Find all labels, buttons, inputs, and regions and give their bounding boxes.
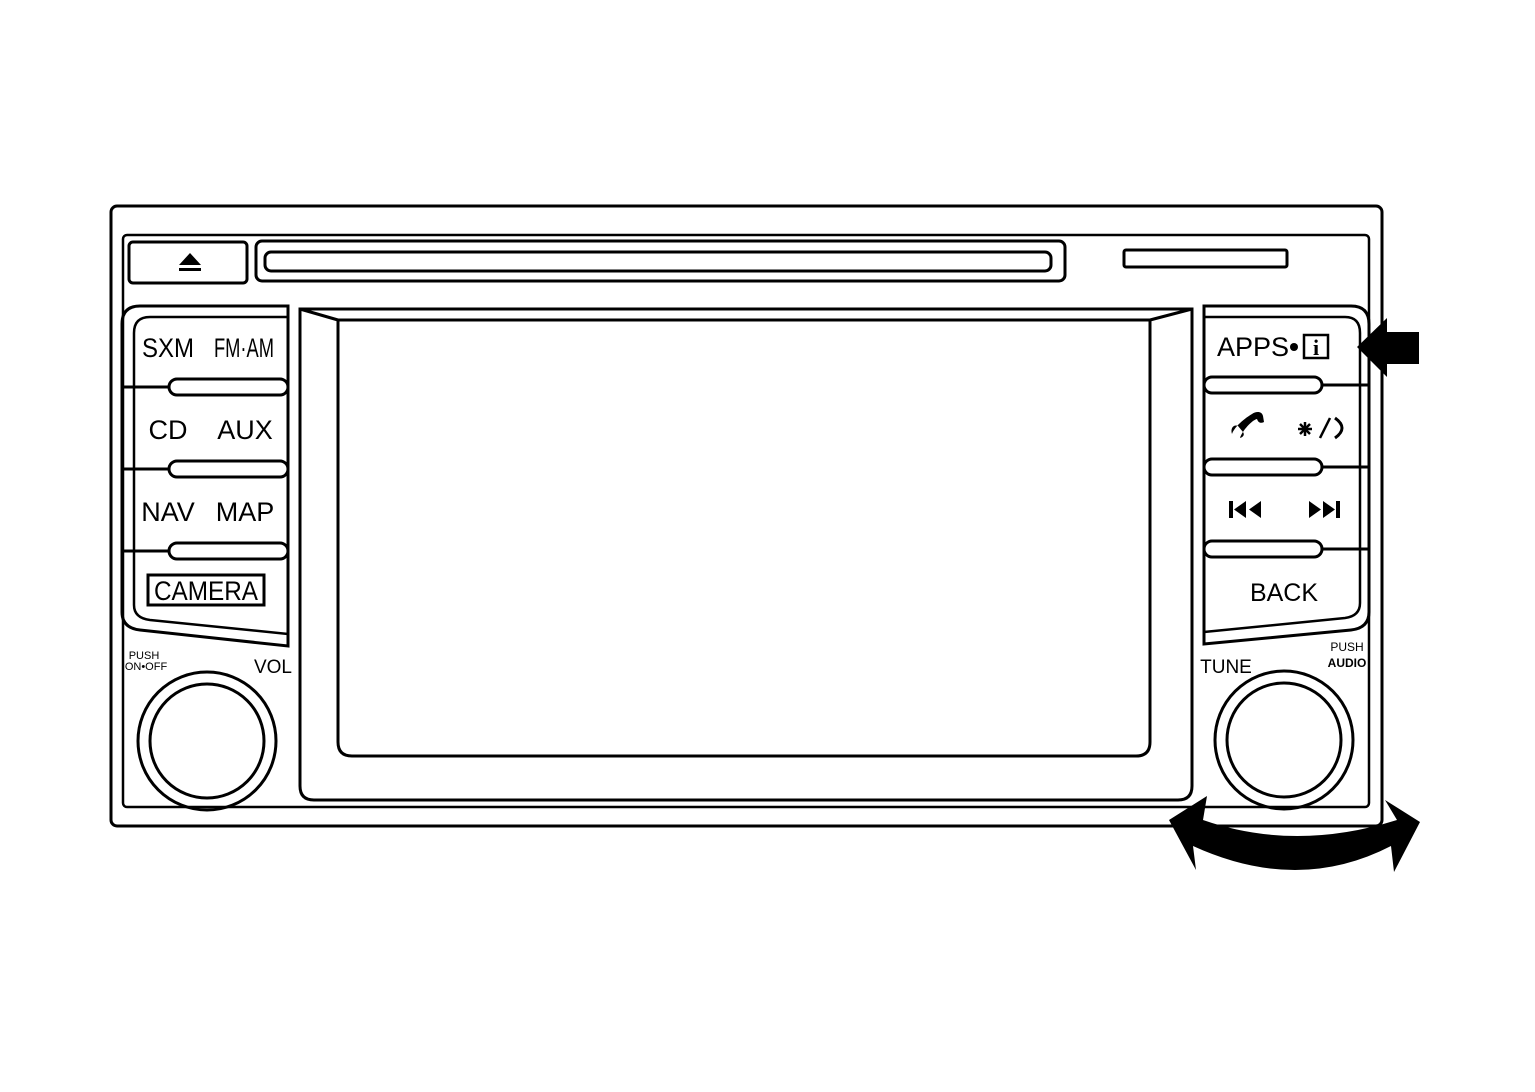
rotation-arrow [1169,796,1420,872]
aux-button[interactable]: AUX [217,415,273,445]
vol-label: VOL [254,657,292,678]
day-night-icon [1298,416,1344,440]
faceplate-outline [109,204,1384,828]
tune-push-label: PUSH [1330,640,1363,654]
tune-audio-label: AUDIO [1328,656,1367,670]
phone-icon [1231,411,1264,438]
cd-button[interactable]: CD [149,415,188,445]
tune-knob[interactable] [1213,669,1355,811]
vol-push-label: PUSH [129,650,160,662]
fm-am-button[interactable]: FM·AM [214,333,274,363]
card-slot [1122,248,1289,269]
info-icon: i [1302,333,1330,360]
sxm-button[interactable]: SXM [142,333,194,363]
back-button[interactable]: BACK [1250,579,1318,607]
apps-button-label: APPS [1217,332,1289,362]
volume-knob[interactable] [136,670,278,812]
skip-previous-button[interactable] [1229,501,1261,518]
pointer-arrow [1357,318,1419,377]
eject-button[interactable] [127,240,249,285]
apps-info-button[interactable]: APPS i [1217,332,1330,362]
camera-button[interactable]: CAMERA [146,573,266,607]
display-bezel [298,307,1194,802]
nav-button[interactable]: NAV [141,497,195,527]
phone-button[interactable] [1231,411,1264,438]
day-night-button[interactable] [1298,416,1344,440]
right-button-panel [1202,304,1371,646]
eject-icon [179,253,201,271]
svg-text:i: i [1313,335,1319,360]
disc-slot [254,239,1067,283]
map-button[interactable]: MAP [216,497,275,527]
skip-previous-icon [1229,501,1261,518]
left-button-panel [120,304,290,648]
skip-next-button[interactable] [1309,501,1340,518]
vol-on-off-label: ON•OFF [125,661,168,673]
camera-button-label: CAMERA [154,576,258,606]
skip-next-icon [1309,501,1340,518]
tune-label: TUNE [1200,657,1252,678]
display-screen [336,318,1152,758]
